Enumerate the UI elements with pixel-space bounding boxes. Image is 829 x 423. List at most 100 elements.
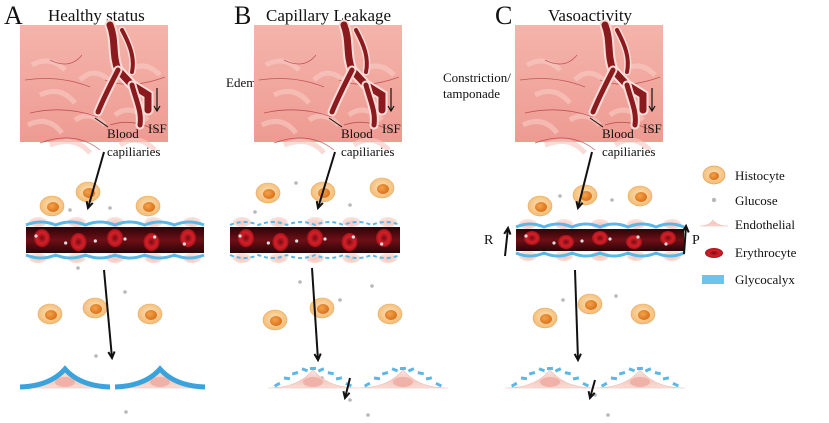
panel-c-header: C Vasoactivity bbox=[495, 1, 633, 30]
histocyte bbox=[532, 307, 558, 329]
isf-label: ISF bbox=[148, 121, 167, 136]
histocyte bbox=[37, 303, 63, 325]
capillary-segment-a bbox=[25, 217, 205, 263]
histocyte bbox=[309, 297, 335, 319]
endothelial-layer-c bbox=[504, 366, 686, 389]
glucose-molecule bbox=[610, 198, 614, 202]
histocyte bbox=[39, 195, 65, 217]
glucose-icon bbox=[711, 197, 717, 203]
edema-label: Edema bbox=[226, 75, 262, 90]
legend: Histocyte Glucose Endothelial Erythrocyt… bbox=[699, 165, 797, 287]
erythrocyte bbox=[107, 229, 123, 247]
histocyte bbox=[577, 293, 603, 315]
blood-pointer bbox=[328, 117, 343, 128]
glucose-molecule bbox=[338, 298, 342, 302]
leak-arrow-b bbox=[342, 377, 351, 401]
blood-pointer bbox=[589, 117, 604, 128]
erythrocyte bbox=[660, 231, 676, 245]
pressure-arrow bbox=[681, 223, 690, 255]
glucose-molecule bbox=[366, 413, 370, 417]
panel-letter: A bbox=[4, 1, 23, 30]
erythrocyte bbox=[272, 233, 289, 251]
erythrocyte bbox=[143, 233, 160, 251]
legend-item-histocyte: Histocyte bbox=[702, 165, 785, 185]
panel-b-header: B Capillary Leakage bbox=[234, 1, 391, 30]
arrow-tissue-to-capillary-a bbox=[85, 151, 105, 211]
blood-label-line2: capiliaries bbox=[341, 144, 394, 159]
erythrocyte bbox=[34, 229, 50, 247]
legend-item-glycocalyx: Glycocalyx bbox=[702, 272, 795, 287]
histocyte bbox=[137, 303, 163, 325]
legend-label: Glucose bbox=[735, 193, 778, 208]
arrow-capillary-to-endothelium-a bbox=[103, 269, 116, 361]
pressure-label: P bbox=[692, 233, 700, 248]
glycocalyx-icon bbox=[702, 275, 724, 284]
endothelial-layer-b bbox=[267, 366, 449, 389]
erythrocyte bbox=[307, 229, 323, 247]
legend-label: Histocyte bbox=[735, 168, 785, 183]
histocyte bbox=[377, 303, 403, 325]
blood-pointer bbox=[94, 117, 109, 128]
isf-label: ISF bbox=[382, 121, 401, 136]
histocyte bbox=[75, 181, 101, 203]
panel-letter: B bbox=[234, 1, 251, 30]
legend-label: Endothelial bbox=[735, 217, 795, 232]
arrow-tissue-to-capillary-c bbox=[575, 151, 593, 211]
vessel-tree bbox=[327, 19, 388, 130]
panel-a-header: A Healthy status bbox=[4, 1, 145, 30]
glucose-molecule bbox=[108, 206, 112, 210]
vessel-tree bbox=[93, 19, 154, 130]
erythrocyte bbox=[70, 233, 87, 251]
constriction-label-line2: tamponade bbox=[443, 86, 500, 101]
glucose-molecule bbox=[614, 294, 618, 298]
leak-arrow-c bbox=[587, 379, 596, 401]
tissue-block-b bbox=[254, 19, 402, 155]
blood-label-line1: Blood bbox=[107, 126, 139, 141]
histocyte bbox=[527, 195, 553, 217]
panel-title: Vasoactivity bbox=[548, 6, 633, 25]
erythrocyte bbox=[238, 229, 254, 247]
erythrocyte bbox=[626, 235, 642, 249]
blood-label-line1: Blood bbox=[602, 126, 634, 141]
histocyte bbox=[82, 297, 108, 319]
histocyte bbox=[262, 309, 288, 331]
glucose-molecule bbox=[561, 298, 565, 302]
arrow-tissue-to-capillary-b bbox=[315, 151, 336, 211]
arrow-capillary-to-endothelium-c bbox=[573, 269, 582, 363]
endothelial-icon bbox=[699, 219, 729, 227]
glucose-molecule bbox=[123, 290, 127, 294]
erythrocyte-icon bbox=[705, 248, 723, 258]
histocyte-icon bbox=[702, 165, 726, 185]
erythrocyte bbox=[592, 231, 608, 245]
legend-label: Glycocalyx bbox=[735, 272, 795, 287]
tissue-block-c bbox=[515, 19, 663, 155]
panel-title: Healthy status bbox=[48, 6, 145, 25]
glucose-molecule bbox=[370, 284, 374, 288]
panel-letter: C bbox=[495, 1, 512, 30]
histocyte bbox=[135, 195, 161, 217]
erythrocyte bbox=[180, 229, 196, 247]
vessel-tree bbox=[588, 19, 649, 130]
glucose-molecule bbox=[253, 210, 257, 214]
legend-item-endothelial: Endothelial bbox=[699, 217, 795, 232]
glucose-molecule bbox=[68, 208, 72, 212]
blood-label-line2: capiliaries bbox=[107, 144, 160, 159]
glucose-molecule bbox=[348, 398, 352, 402]
arrow-capillary-to-endothelium-b bbox=[311, 267, 322, 363]
tissue-block-a bbox=[20, 19, 168, 155]
glucose-molecule bbox=[558, 194, 562, 198]
blood-label-line1: Blood bbox=[341, 126, 373, 141]
capillary-segment-b bbox=[229, 217, 401, 263]
capillary-segment-c bbox=[515, 219, 685, 261]
resistance-label: R bbox=[484, 233, 494, 248]
histocyte bbox=[630, 303, 656, 325]
glucose-molecule bbox=[124, 410, 128, 414]
histocyte bbox=[627, 185, 653, 207]
erythrocyte bbox=[558, 235, 574, 249]
glucose-molecule bbox=[76, 266, 80, 270]
endothelial-layer-a bbox=[19, 365, 206, 390]
tissue-texture bbox=[521, 58, 657, 155]
isf-label: ISF bbox=[643, 121, 662, 136]
erythrocyte bbox=[524, 231, 540, 245]
legend-item-erythrocyte: Erythrocyte bbox=[705, 245, 797, 260]
